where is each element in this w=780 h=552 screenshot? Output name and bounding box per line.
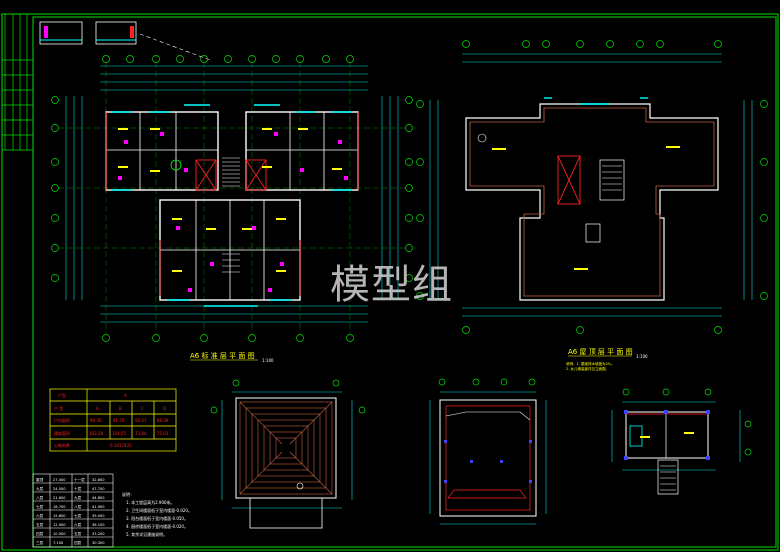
level-row-0-d: 32.600 — [92, 478, 105, 482]
standard-floor-title: A6 标 准 层 平 面 图 — [190, 351, 255, 360]
area-row-0-c3: C — [141, 406, 144, 411]
level-row-2-b: 21.600 — [53, 496, 66, 500]
roof-floor-plan: A6 屋 顶 层 平 面 图 1:100 说明：1. 屋面排水坡度为2%。 2.… — [416, 40, 768, 371]
roof-note-1: 说明：1. 屋面排水坡度为2%。 — [566, 361, 615, 366]
level-row-0-a: 屋顶 — [36, 477, 44, 482]
notes-line-5: 5. 其余详见建施说明。 — [126, 531, 167, 537]
level-row-2-a: 八层 — [36, 495, 44, 500]
area-row-1-label: 户内面积 — [54, 417, 70, 423]
level-row-1-b: 24.500 — [53, 487, 66, 491]
area-row-0-c2: B — [119, 406, 122, 411]
level-row-6-a: 四层 — [36, 531, 44, 536]
area-row-1-c3: 96.01 — [135, 418, 147, 423]
notes-line-3: 3. 阳台楼面低于室内楼面-0.050。 — [126, 515, 188, 521]
level-row-0-b: 27.400 — [53, 478, 66, 482]
area-row-2-c2: 104.55 — [112, 431, 126, 436]
level-table: 屋顶 27.400 十一层 32.600 九层 24.500 十层 47.700… — [32, 473, 114, 548]
parapet-plan — [429, 378, 547, 525]
inner-frame — [32, 16, 777, 548]
area-row-1-c4: 86.39 — [157, 418, 169, 423]
area-row-2-c3: 73.84 — [135, 431, 147, 436]
level-row-7-c: 四层 — [74, 540, 82, 545]
roof-floor-scale: 1:100 — [636, 354, 648, 359]
level-row-3-d: 41.900 — [92, 505, 105, 509]
level-row-0-c: 十一层 — [74, 477, 85, 482]
notes-line-4: 4. 厨房楼面低于室内楼面-0.020。 — [126, 523, 188, 529]
standard-floor-scale: 1:100 — [262, 358, 274, 363]
level-row-4-a: 六层 — [36, 513, 44, 518]
level-row-1-d: 47.700 — [92, 487, 105, 491]
notes-block: 说明： 1. 本工程层高为2.900米。 2. 卫生间楼面低于室内楼面-0.02… — [122, 491, 192, 537]
area-row-3-c1: 0.1437435 — [110, 443, 132, 448]
level-row-5-d: 36.100 — [92, 523, 105, 527]
level-row-6-d: 33.200 — [92, 532, 105, 536]
level-row-2-c: 九层 — [74, 495, 82, 500]
level-row-6-c: 五层 — [74, 531, 82, 536]
level-row-6-b: 10.000 — [53, 532, 66, 536]
area-row-0-c4: D — [163, 406, 166, 411]
level-row-7-d: 30.300 — [92, 541, 105, 545]
level-row-3-a: 七层 — [36, 504, 44, 509]
stair-room-plan — [611, 388, 752, 495]
level-row-3-b: 18.700 — [53, 505, 66, 509]
roof-hatch-plan — [210, 379, 366, 529]
level-row-1-c: 十层 — [74, 486, 82, 491]
notes-line-2: 2. 卫生间楼面低于室内楼面-0.020。 — [126, 507, 192, 513]
area-row-2-c4: 75.03 — [157, 431, 169, 436]
area-row-0-c1: A — [96, 406, 99, 411]
area-table-header-0: 户型 — [58, 392, 66, 398]
area-row-3-label: 公摊系数 — [54, 442, 70, 448]
watermark: 模型组 — [330, 262, 453, 308]
roof-floor-title: A6 屋 顶 层 平 面 图 — [568, 348, 633, 356]
area-row-2-c1: 103.28 — [89, 431, 103, 436]
level-row-7-a: 三层 — [36, 540, 44, 545]
area-row-1-c1: 90.30 — [90, 418, 102, 423]
area-row-0-label: 户 型 — [54, 405, 63, 411]
notes-line-1: 1. 本工程层高为2.900米。 — [126, 499, 175, 505]
area-table: 户型 A 户 型 A B C D 户内面积 90.30 91.76 96.01 … — [49, 388, 177, 452]
roof-note-2: 2. 女儿墙高度详见立面图。 — [566, 366, 609, 371]
level-row-5-b: 12.900 — [53, 523, 66, 527]
left-title-strip — [2, 14, 33, 151]
level-row-2-d: 44.800 — [92, 496, 105, 500]
level-row-1-a: 九层 — [36, 486, 44, 491]
standard-floor-plan: A6 标 准 层 平 面 图 1:100 — [39, 21, 413, 363]
level-row-4-b: 15.800 — [53, 514, 66, 518]
detail-thumbnail — [39, 21, 211, 61]
level-row-4-d: 39.000 — [92, 514, 105, 518]
area-table-header-1: A — [124, 393, 127, 398]
level-row-3-c: 八层 — [74, 504, 82, 509]
area-row-2-label: 建筑面积 — [54, 430, 70, 436]
area-row-1-c2: 91.76 — [113, 418, 125, 423]
level-row-5-c: 六层 — [74, 522, 82, 527]
level-row-7-b: 7.100 — [53, 541, 64, 545]
sheet-frame — [1, 13, 779, 551]
notes-title: 说明： — [122, 491, 134, 497]
level-row-5-a: 五层 — [36, 522, 44, 527]
level-row-4-c: 七层 — [74, 513, 82, 518]
